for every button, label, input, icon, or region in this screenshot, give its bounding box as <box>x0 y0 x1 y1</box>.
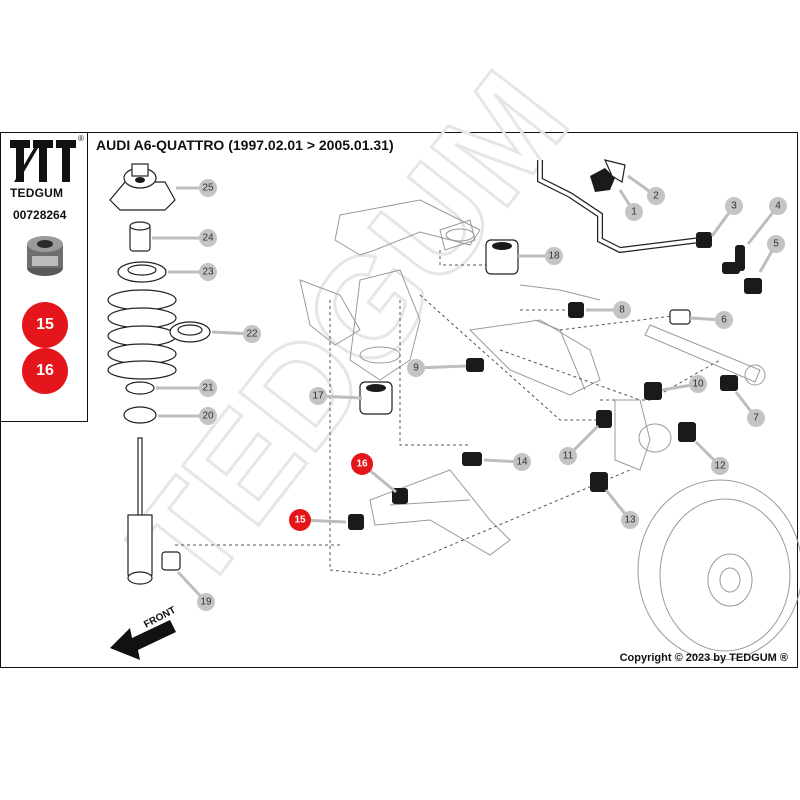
callout-label-24: 24 <box>202 233 214 244</box>
product-thumbnail <box>27 236 63 276</box>
shock-absorber <box>127 437 181 585</box>
callout-label-17: 17 <box>312 391 324 402</box>
tedgum-logo <box>10 140 76 182</box>
callout-marker-16 <box>351 453 373 475</box>
spring-seat <box>117 261 167 283</box>
callout-marker-11 <box>559 447 577 465</box>
callout-marker-2 <box>647 187 665 205</box>
callout-marker-1 <box>625 203 643 221</box>
coil-spring <box>107 289 177 380</box>
badge-16: 16 <box>22 348 68 394</box>
callout-label-10: 10 <box>692 379 704 390</box>
callout-marker-3 <box>725 197 743 215</box>
callout-label-19: 19 <box>200 597 212 608</box>
registered-mark: ® <box>78 134 84 143</box>
callout-marker-9 <box>407 359 425 377</box>
callout-marker-12 <box>711 457 729 475</box>
callout-marker-20 <box>199 407 217 425</box>
badge-15: 15 <box>22 302 68 348</box>
callout-marker-19 <box>197 593 215 611</box>
copyright-notice: Copyright © 2023 by TEDGUM ® <box>619 652 788 664</box>
callout-label-25: 25 <box>202 183 214 194</box>
bump-stop <box>129 221 151 252</box>
part-number: 00728264 <box>13 208 67 222</box>
strut-top-mount <box>109 163 176 211</box>
page-title: AUDI A6-QUATTRO (1997.02.01 > 2005.01.31… <box>96 137 394 153</box>
callout-marker-8 <box>613 301 631 319</box>
callout-label-1: 1 <box>631 207 637 218</box>
callout-label-2: 2 <box>653 191 659 202</box>
diagram-frame <box>0 132 798 668</box>
callout-marker-24 <box>199 229 217 247</box>
front-arrow: FRONT <box>110 605 178 660</box>
stabilizer-bar <box>537 160 701 254</box>
leader-lines <box>175 250 721 576</box>
callout-label-20: 20 <box>202 411 214 422</box>
callout-marker-13 <box>621 511 639 529</box>
callout-label-3: 3 <box>731 201 737 212</box>
callout-marker-7 <box>747 409 765 427</box>
callout-label-21: 21 <box>202 383 214 394</box>
callout-label-23: 23 <box>202 267 214 278</box>
callout-label-4: 4 <box>775 201 781 212</box>
callout-label-22: 22 <box>246 329 258 340</box>
callout-marker-14 <box>513 453 531 471</box>
bearing <box>169 321 211 343</box>
rubber-mounts <box>359 239 519 415</box>
callout-label-11: 11 <box>563 451 574 462</box>
callout-marker-17 <box>309 387 327 405</box>
sidebar-panel <box>0 132 88 422</box>
callout-marker-4 <box>769 197 787 215</box>
wheel <box>637 479 800 661</box>
callout-label-18: 18 <box>548 251 560 262</box>
callout-marker-10 <box>689 375 707 393</box>
callout-label-14: 14 <box>516 457 528 468</box>
callout-label-7: 7 <box>753 413 759 424</box>
callout-label-5: 5 <box>773 239 779 250</box>
callout-marker-25 <box>199 179 217 197</box>
callout-marker-5 <box>767 235 785 253</box>
callout-marker-6 <box>715 311 733 329</box>
callout-marker-23 <box>199 263 217 281</box>
brand-name: TEDGUM <box>10 186 64 200</box>
callout-label-9: 9 <box>413 363 419 374</box>
control-arms <box>614 324 766 471</box>
callout-label-12: 12 <box>714 461 726 472</box>
callout-marker-22 <box>243 325 261 343</box>
callout-label-16: 16 <box>356 459 368 470</box>
callout-label-6: 6 <box>721 315 727 326</box>
callout-label-15: 15 <box>294 515 306 526</box>
lower-seat <box>123 381 157 424</box>
callout-marker-15 <box>289 509 311 531</box>
callout-marker-18 <box>545 247 563 265</box>
callout-label-8: 8 <box>619 305 625 316</box>
callout-marker-21 <box>199 379 217 397</box>
callout-label-13: 13 <box>624 515 636 526</box>
